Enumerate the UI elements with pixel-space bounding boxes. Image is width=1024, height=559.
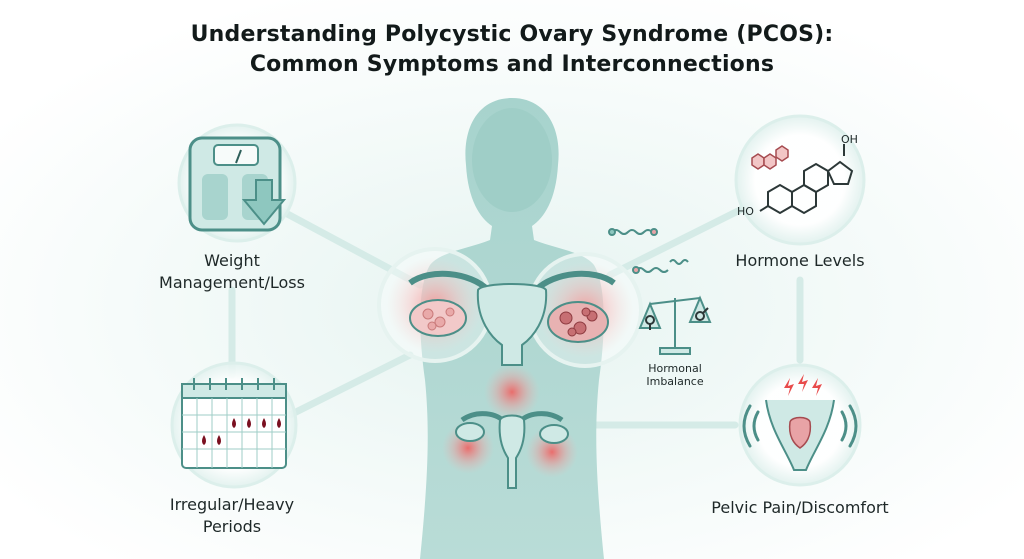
gender-balance-scale-icon [638, 295, 712, 355]
weight-label-line-2: Management/Loss [159, 273, 305, 292]
weight-label-line-1: Weight [204, 251, 260, 270]
uterus-ovaries-icon [408, 270, 616, 366]
page-title-line-1: Understanding Polycystic Ovary Syndrome … [190, 22, 834, 47]
calendar-blood-drop-icon [170, 361, 298, 489]
connector-weight-ovary [276, 206, 424, 289]
periods-label-line-2: Periods [202, 517, 262, 536]
hormone-strands-icon [608, 228, 689, 274]
weight-label: Weight Management/Loss [132, 250, 332, 294]
uterus-small-icon [455, 411, 569, 489]
imbalance-label-line-2: Imbalance [646, 375, 704, 388]
page-title-line-2: Common Symptoms and Interconnections [249, 52, 775, 77]
pelvic-label: Pelvic Pain/Discomfort [711, 498, 889, 517]
connector-lines [228, 201, 804, 429]
steroid-molecule-icon [734, 114, 866, 246]
periods-label-line-1: Irregular/Heavy [169, 495, 295, 514]
abdomen-inflammation [484, 364, 540, 420]
connector-hormones-ovary [606, 201, 754, 279]
imbalance-label: Hormonal Imbalance [630, 362, 720, 388]
periods-label: Irregular/Heavy Periods [132, 494, 332, 538]
hormones-label: Hormone Levels [735, 251, 865, 270]
molecule-oh-label: OH [841, 133, 858, 146]
molecule-ho-label: HO [737, 205, 754, 218]
pelvic-pain-icon [738, 363, 862, 487]
imbalance-label-line-1: Hormonal [648, 362, 702, 375]
bathroom-scale-icon [177, 123, 297, 243]
connector-periods-uterus [286, 351, 414, 419]
